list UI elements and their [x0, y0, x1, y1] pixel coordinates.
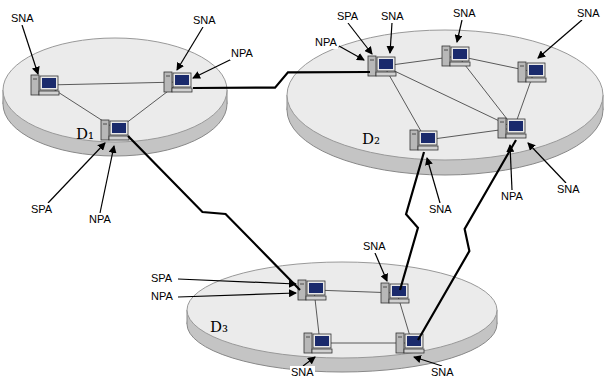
computer-icon — [381, 283, 409, 303]
address-label: SPA — [30, 203, 53, 216]
domain-name: D₁ — [76, 127, 94, 142]
computer-icon — [442, 46, 470, 66]
address-label: NPA — [230, 47, 254, 60]
address-label: SNA — [362, 240, 387, 253]
address-label: SNA — [576, 7, 601, 20]
disk-shape — [2, 34, 230, 160]
computer-icon — [31, 75, 59, 95]
domain-disk: D₁ — [2, 34, 230, 160]
lan-wire — [47, 82, 180, 85]
address-label: SPA — [336, 10, 359, 23]
computer-icon — [304, 333, 332, 353]
computer-icon — [518, 62, 546, 82]
address-label: NPA — [150, 290, 174, 303]
address-label: SNA — [380, 10, 405, 23]
address-label: SNA — [556, 183, 581, 196]
address-label: NPA — [88, 213, 112, 226]
lan-wire — [384, 66, 426, 140]
computer-icon — [410, 130, 438, 150]
address-label: SNA — [430, 366, 455, 379]
address-label: NPA — [314, 36, 338, 49]
address-label: NPA — [500, 190, 524, 203]
domain-name: D₃ — [210, 320, 228, 335]
address-label: SNA — [290, 366, 315, 379]
domain-name: D₂ — [362, 132, 380, 147]
computer-icon — [164, 72, 192, 92]
address-label: SPA — [150, 272, 173, 285]
lan-wire — [458, 56, 514, 128]
address-label: SNA — [452, 7, 477, 20]
lan-wire — [384, 66, 514, 128]
computer-icon — [368, 56, 396, 76]
computer-icon — [396, 333, 424, 353]
disk-shape — [284, 26, 606, 180]
computer-icon — [498, 118, 526, 138]
domain-disk: D₃ — [184, 258, 500, 376]
computer-icon — [101, 120, 129, 140]
address-label: SNA — [192, 14, 217, 27]
disk-shape — [184, 258, 500, 376]
address-label: SNA — [10, 12, 35, 25]
address-label: SNA — [428, 203, 453, 216]
domain-disk: D₂ — [284, 26, 606, 180]
computer-icon — [298, 280, 326, 300]
